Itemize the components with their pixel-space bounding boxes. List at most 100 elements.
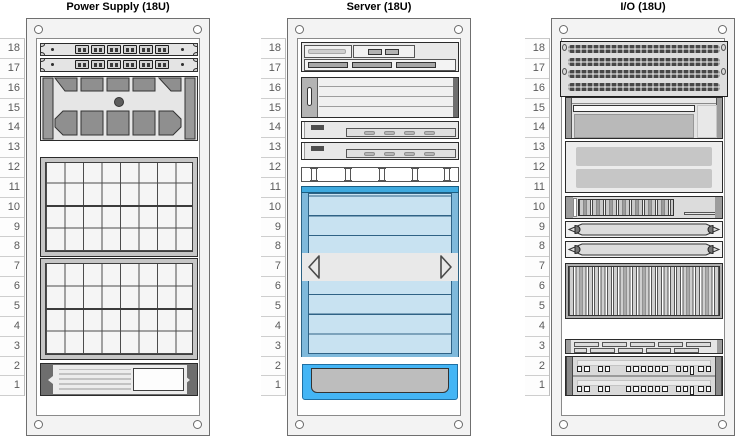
switch-ports-row bbox=[577, 366, 711, 375]
bezel-left bbox=[566, 197, 573, 218]
power-strip-top[interactable] bbox=[40, 43, 198, 56]
switch-vent-strip bbox=[577, 360, 711, 366]
unit-number: 7 bbox=[0, 257, 24, 278]
port-icon bbox=[662, 366, 668, 372]
mount-hole-icon bbox=[193, 420, 202, 429]
blade-enclosure-blue[interactable] bbox=[301, 186, 459, 400]
1u-server-b[interactable] bbox=[301, 142, 459, 160]
unit-number: 8 bbox=[0, 237, 24, 258]
unit-number-column: 18 17 16 15 14 13 12 11 10 9 8 7 6 5 4 3… bbox=[0, 38, 25, 397]
louver-slot bbox=[658, 341, 683, 347]
outlet-icon bbox=[123, 45, 137, 54]
louver-slot bbox=[574, 341, 599, 347]
switch-divider bbox=[573, 375, 715, 377]
bezel-right bbox=[715, 197, 722, 218]
louvered-panel[interactable] bbox=[565, 339, 723, 354]
server-4bay[interactable] bbox=[301, 77, 459, 118]
cable-organizer[interactable] bbox=[301, 167, 459, 182]
bezel-right bbox=[453, 78, 458, 117]
battery-cells-grid bbox=[45, 263, 193, 355]
outlet-icon bbox=[107, 45, 121, 54]
mount-hole-icon bbox=[193, 25, 202, 34]
unit-number: 6 bbox=[261, 277, 285, 297]
sliding-tray-a[interactable] bbox=[565, 221, 723, 238]
port-icon bbox=[584, 386, 590, 392]
grille-slats-icon bbox=[568, 266, 720, 316]
unit-number: 14 bbox=[261, 118, 285, 139]
port-icon bbox=[640, 386, 646, 392]
outlet-icon bbox=[91, 45, 105, 54]
switch-row bbox=[573, 357, 715, 376]
battery-grid-upper[interactable] bbox=[40, 157, 198, 257]
louver-slot bbox=[602, 341, 627, 347]
mount-hole-icon bbox=[454, 25, 463, 34]
port-icon bbox=[577, 386, 583, 392]
rack-frame bbox=[26, 18, 210, 436]
vent-grille[interactable] bbox=[565, 263, 723, 319]
drive-slot-icon bbox=[308, 49, 346, 54]
unit-number: 6 bbox=[0, 277, 24, 297]
bezel-right bbox=[715, 357, 722, 395]
outlet-icon bbox=[91, 60, 105, 69]
louver-slot bbox=[590, 347, 615, 353]
mounting-ear-icon bbox=[721, 44, 726, 51]
blower-stencil-icon bbox=[42, 77, 196, 140]
unit-number: 15 bbox=[525, 99, 549, 119]
outlet-icon bbox=[123, 60, 137, 69]
port-icon bbox=[655, 366, 661, 372]
vent-oval-icon bbox=[384, 130, 395, 135]
power-strip-second[interactable] bbox=[40, 58, 198, 72]
battery-cells-grid bbox=[45, 162, 193, 252]
rack-power-supply: Power Supply (18U) 18 17 16 15 14 13 12 … bbox=[0, 0, 211, 438]
io-dual-module[interactable] bbox=[565, 141, 723, 193]
port-icon bbox=[633, 366, 639, 372]
port-icon bbox=[705, 366, 711, 372]
patch-panel-bank[interactable] bbox=[560, 41, 728, 97]
unit-number: 3 bbox=[261, 337, 285, 357]
bezel-sliver bbox=[573, 198, 577, 217]
port-icon bbox=[597, 386, 603, 392]
server-media-chassis[interactable] bbox=[301, 42, 459, 72]
unit-number: 10 bbox=[261, 198, 285, 218]
unit-number: 10 bbox=[525, 198, 549, 218]
module-block-icon bbox=[576, 169, 712, 188]
unit-number: 17 bbox=[525, 59, 549, 79]
indicator-dot-icon bbox=[51, 63, 54, 66]
louver-row bbox=[574, 347, 699, 353]
unit-number: 12 bbox=[525, 158, 549, 178]
vent-oval-icon bbox=[364, 130, 375, 135]
unit-number: 12 bbox=[261, 158, 285, 178]
mount-hole-icon bbox=[34, 420, 43, 429]
unit-number: 9 bbox=[525, 218, 549, 238]
patch-ports-strip-icon bbox=[568, 45, 720, 53]
module-block-icon bbox=[576, 147, 712, 166]
mounting-ear-icon bbox=[193, 58, 198, 62]
bezel-right bbox=[717, 340, 722, 353]
fan-blower-module[interactable] bbox=[40, 76, 198, 141]
sliding-tray-b[interactable] bbox=[565, 241, 723, 258]
unit-number: 7 bbox=[525, 257, 549, 278]
vented-drawer-unit[interactable] bbox=[40, 363, 198, 396]
mount-hole-icon bbox=[295, 420, 304, 429]
uplink-port-icon bbox=[690, 386, 695, 395]
1u-server-a[interactable] bbox=[301, 121, 459, 139]
port-icon bbox=[577, 366, 583, 372]
disk-array-1u[interactable] bbox=[565, 196, 723, 219]
unit-number: 2 bbox=[0, 357, 24, 377]
media-button-icon bbox=[385, 49, 399, 55]
outlet-icon bbox=[155, 45, 169, 54]
unit-number: 7 bbox=[261, 257, 285, 278]
cable-divider-icon bbox=[443, 168, 451, 181]
outlet-row bbox=[75, 60, 169, 69]
mounting-ear-icon bbox=[40, 52, 45, 56]
port-icon bbox=[698, 366, 704, 372]
drawer-face bbox=[53, 365, 187, 394]
port-icon bbox=[604, 366, 610, 372]
battery-grid-lower[interactable] bbox=[40, 258, 198, 360]
port-icon bbox=[675, 386, 681, 392]
network-switch-duo[interactable] bbox=[565, 356, 723, 396]
unit-number: 16 bbox=[261, 79, 285, 99]
io-chassis[interactable] bbox=[565, 97, 723, 139]
enclosure-body bbox=[301, 193, 459, 400]
rack-frame bbox=[551, 18, 735, 436]
